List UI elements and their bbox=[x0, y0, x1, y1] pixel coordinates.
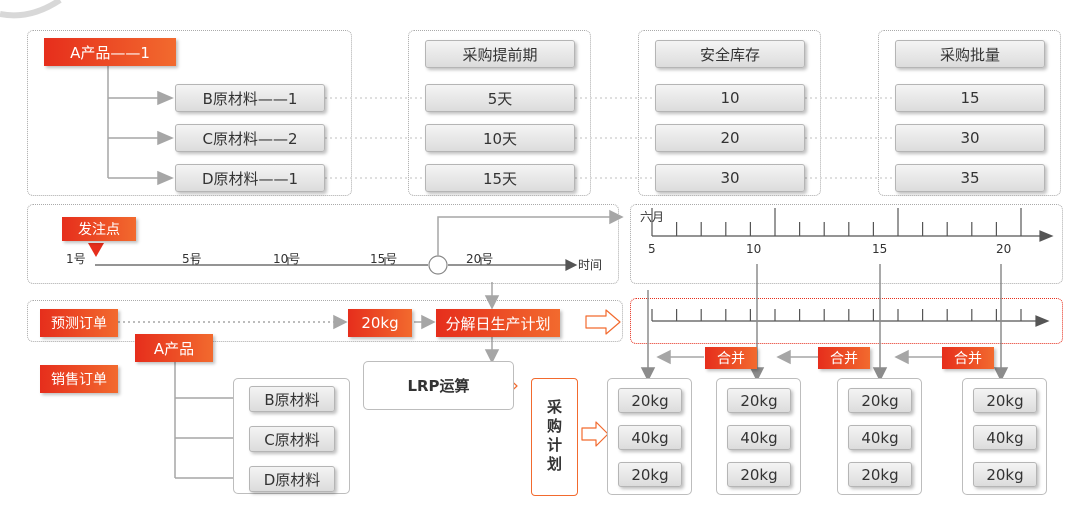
timeline-panel bbox=[27, 204, 619, 284]
timeline-tick-15: 15号 bbox=[370, 252, 398, 266]
lead-time-d: 15天 bbox=[425, 164, 575, 192]
purchase-1-c: 20kg bbox=[618, 462, 682, 487]
purchase-3-c: 20kg bbox=[848, 462, 912, 487]
safety-stock-panel bbox=[638, 30, 821, 196]
timeline-tick-1: 1号 bbox=[66, 252, 86, 266]
timeline-tick-5: 5号 bbox=[182, 252, 202, 266]
merge-label-1: 合并 bbox=[705, 347, 757, 369]
batch-header: 采购批量 bbox=[895, 40, 1045, 68]
tree-child-b: B原材料 bbox=[249, 386, 335, 412]
lead-time-b: 5天 bbox=[425, 84, 575, 112]
production-calendar-panel bbox=[630, 298, 1063, 344]
purchase-4-c: 20kg bbox=[973, 462, 1037, 487]
lead-time-header: 采购提前期 bbox=[425, 40, 575, 68]
timeline-axis-label: 时间 bbox=[578, 258, 603, 272]
calendar-panel bbox=[630, 204, 1063, 284]
lead-time-panel bbox=[408, 30, 591, 196]
safety-stock-b: 10 bbox=[655, 84, 805, 112]
tree-child-d: D原材料 bbox=[249, 466, 335, 492]
merge-label-3: 合并 bbox=[942, 347, 994, 369]
purchase-4-b: 40kg bbox=[973, 425, 1037, 450]
sales-order: 销售订单 bbox=[40, 365, 118, 393]
bom-panel bbox=[27, 30, 352, 196]
tree-child-c: C原材料 bbox=[249, 426, 335, 452]
calendar-tick-20: 20 bbox=[996, 242, 1012, 256]
bom-parent: A产品——1 bbox=[44, 38, 176, 66]
timeline-tick-10: 10号 bbox=[273, 252, 301, 266]
merge-label-2: 合并 bbox=[818, 347, 870, 369]
safety-stock-c: 20 bbox=[655, 124, 805, 152]
safety-stock-d: 30 bbox=[655, 164, 805, 192]
calendar-tick-10: 10 bbox=[746, 242, 762, 256]
quantity-box: 20kg bbox=[348, 309, 412, 337]
calendar-tick-5: 5 bbox=[648, 242, 656, 256]
lrp-box: LRP运算 bbox=[363, 361, 514, 410]
calendar-tick-15: 15 bbox=[872, 242, 888, 256]
purchase-2-a: 20kg bbox=[727, 388, 791, 413]
batch-d: 35 bbox=[895, 164, 1045, 192]
purchase-1-b: 40kg bbox=[618, 425, 682, 450]
purchase-1-a: 20kg bbox=[618, 388, 682, 413]
purchase-plan-label: 采购计划 bbox=[531, 378, 578, 496]
safety-stock-header: 安全库存 bbox=[655, 40, 805, 68]
purchase-4-a: 20kg bbox=[973, 388, 1037, 413]
bom-child-c: C原材料——2 bbox=[175, 124, 325, 152]
tree-parent: A产品 bbox=[135, 334, 213, 362]
purchase-3-b: 40kg bbox=[848, 425, 912, 450]
purchase-2-b: 40kg bbox=[727, 425, 791, 450]
order-point-marker bbox=[88, 243, 104, 257]
bom-child-d: D原材料——1 bbox=[175, 164, 325, 192]
purchase-3-a: 20kg bbox=[848, 388, 912, 413]
bom-child-b: B原材料——1 bbox=[175, 84, 325, 112]
lead-time-c: 10天 bbox=[425, 124, 575, 152]
orders-panel bbox=[27, 300, 623, 342]
batch-c: 30 bbox=[895, 124, 1045, 152]
batch-b: 15 bbox=[895, 84, 1045, 112]
batch-panel bbox=[878, 30, 1061, 196]
purchase-2-c: 20kg bbox=[727, 462, 791, 487]
corner-decoration bbox=[0, 0, 62, 19]
calendar-month: 六月 bbox=[640, 210, 665, 224]
forecast-order: 预测订单 bbox=[40, 309, 118, 337]
plan-box: 分解日生产计划 bbox=[436, 309, 560, 337]
order-point-label: 发注点 bbox=[62, 217, 136, 241]
timeline-tick-20: 20号 bbox=[466, 252, 494, 266]
